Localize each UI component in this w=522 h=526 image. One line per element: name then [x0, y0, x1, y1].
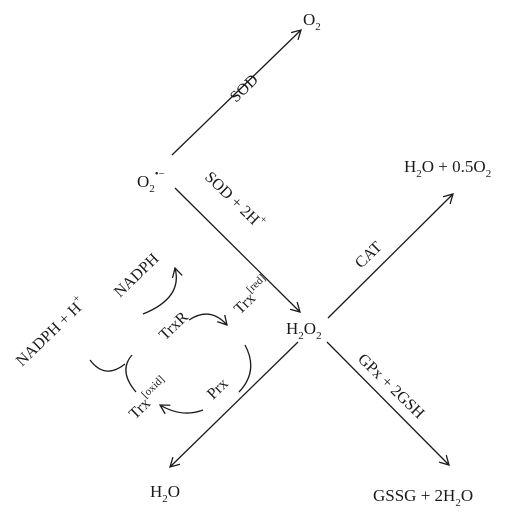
arrow-h2o2-to-h2o [169, 341, 299, 468]
arrow-h2o2-to-gssg [326, 341, 450, 466]
trxr-label: TrxR [156, 308, 192, 344]
curve-trxr-to-nadph [142, 266, 183, 315]
gpx-label: GPx + 2GSH [354, 351, 428, 423]
arrow-superoxide-to-h2o2 [174, 187, 301, 313]
curve-nadph-h-to-trxr [89, 359, 126, 372]
superoxide-label: O2•− [137, 168, 165, 195]
nadph-label: NADPH [111, 250, 163, 301]
h2o-label: H2O [150, 482, 180, 505]
o2-label: O2 [303, 10, 321, 33]
h2o-half-o2-label: H2O + 0.5O2 [404, 157, 491, 180]
prx-label: Prx [204, 375, 232, 403]
arrow-h2o2-to-h2o-o2 [327, 193, 454, 319]
h2o2-label: H2O2 [286, 319, 322, 342]
arrow-superoxide-to-o2 [171, 29, 302, 156]
cat-label: CAT [352, 238, 386, 271]
curve-prx-to-trx-oxid [158, 404, 204, 415]
curve-trx-oxid-to-trxr [125, 354, 137, 393]
trx-oxid-label: Trx[oxid] [123, 373, 173, 422]
sod-2h-label: SOD + 2H+ [201, 166, 269, 233]
curve-trxr-to-trx-red [188, 313, 228, 326]
gssg-label: GSSG + 2H2O [373, 486, 473, 509]
curve-trx-red-to-prx [238, 344, 252, 393]
nadph-h-label: NADPH + H+ [10, 292, 89, 370]
sod-label: SOD [227, 71, 262, 105]
